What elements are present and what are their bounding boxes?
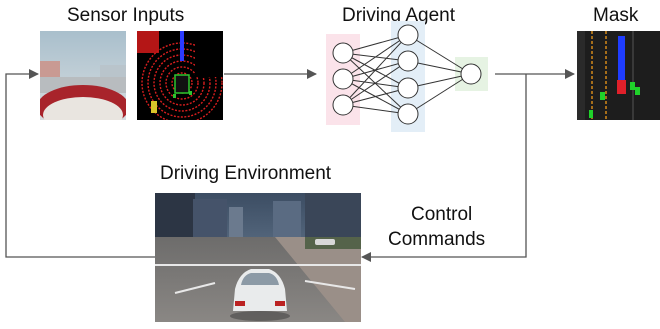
input-node [332,42,354,64]
driving-environment-label: Driving Environment [160,163,332,184]
sensor-inputs-label: Sensor Inputs [67,5,185,26]
mask-label: Mask [593,5,639,26]
input-node [332,68,354,90]
arrow-environment-to-sensors [5,69,155,258]
driving-environment-image [155,193,361,322]
output-node [460,63,482,85]
mask-birdseye-image [577,31,660,120]
driving-agent-label: Driving Agent [342,5,456,26]
lidar-view-image [137,31,223,120]
hidden-node [397,24,419,46]
arrow-control-commands [361,74,527,262]
input-node [332,94,354,116]
hidden-node [397,103,419,125]
control-commands-label-line1: Control [411,204,473,225]
camera-view-image [40,31,126,120]
hidden-node [397,50,419,72]
control-commands-label-line2: Commands [388,229,486,250]
network-connections [342,34,472,115]
hidden-node [397,77,419,99]
